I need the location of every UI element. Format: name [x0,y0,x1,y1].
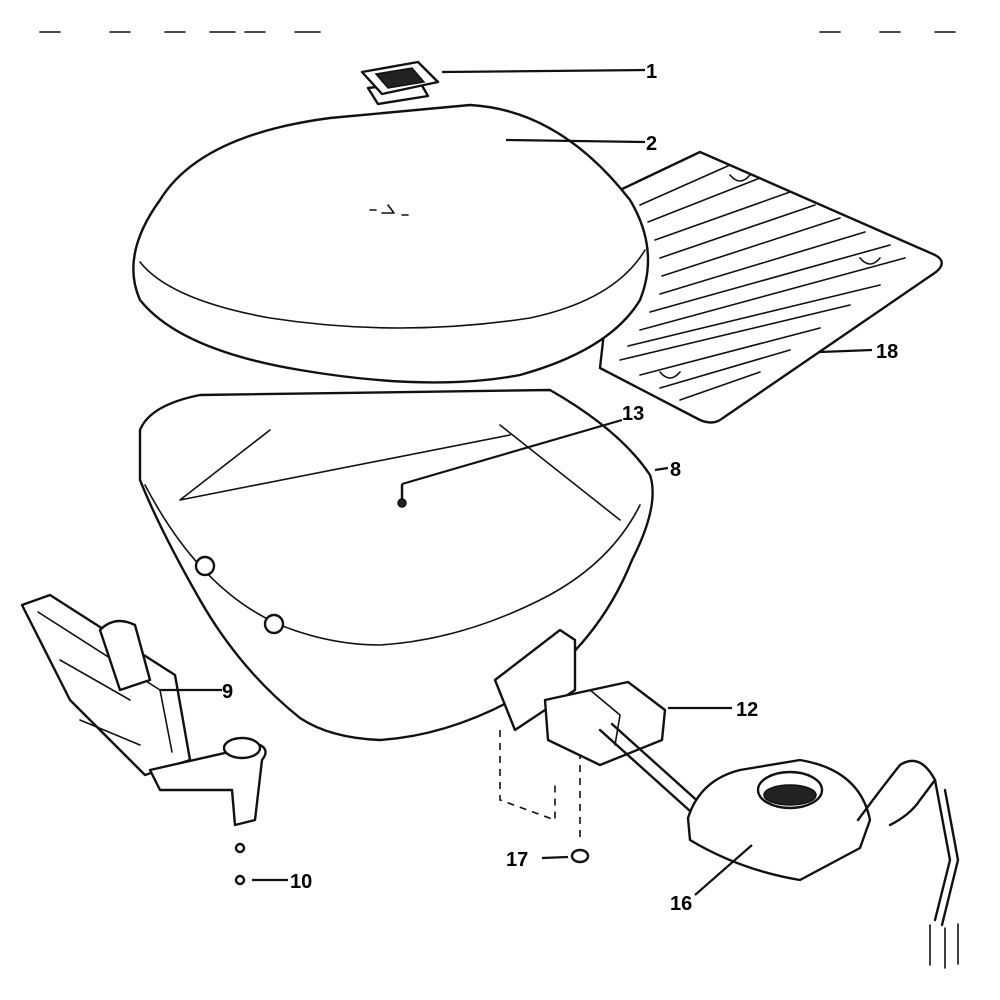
lid [132,103,650,384]
probe-bracket [493,628,667,864]
temperature-probe [598,722,960,969]
rack [598,150,943,424]
lid-knob [360,60,440,106]
callout-1: 1 [646,61,657,83]
callout-17: 17 [506,849,528,871]
handle [20,593,267,886]
callout-18: 18 [876,341,898,363]
callout-12: 12 [736,699,758,721]
leader-lines [160,68,873,896]
callout-2: 2 [646,133,657,155]
callout-9: 9 [222,681,233,703]
callout-16: 16 [670,893,692,915]
callout-13: 13 [622,403,644,425]
callout-8: 8 [670,459,681,481]
callouts: 1 2 18 13 8 9 12 10 17 16 [222,61,898,915]
callout-10: 10 [290,871,312,893]
